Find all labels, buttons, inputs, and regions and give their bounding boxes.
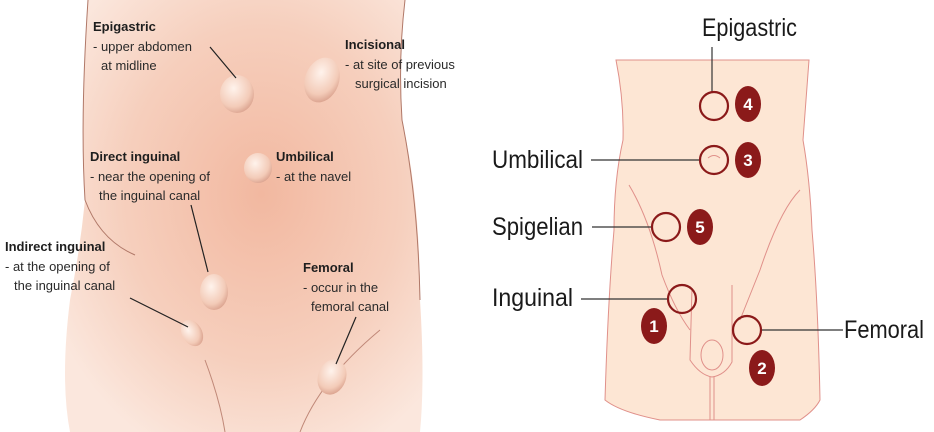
umbilical-site [698,144,730,176]
leader-lines-right [581,47,843,331]
incisional-bulge [304,57,340,103]
epigastric-bulge [220,75,254,113]
number-badges [641,86,775,386]
inguinal-label: Inguinal [492,284,573,312]
femoral-desc-2: femoral canal [311,299,389,314]
body-contour-lines [628,155,801,420]
umbilical-title: Umbilical [276,149,334,164]
badge-5-number: 5 [695,218,704,237]
badge-2-number: 2 [757,359,766,378]
badge-4 [735,86,761,122]
badge-3 [735,142,761,178]
badge-1 [641,308,667,344]
femoral-bulge [317,359,347,395]
umbilical-desc-1: - at the navel [276,169,351,184]
inguinal-site [666,283,698,315]
right-diagram: 4 3 5 1 2 Epigastric Umbilical Spigelian… [492,14,924,421]
epigastric-site [698,90,730,122]
epigastric-desc-2: at midline [101,58,157,73]
spigelian-site [650,211,682,243]
incisional-title: Incisional [345,37,405,52]
umbilical-label: Umbilical [492,146,583,174]
torso-illustration [65,0,423,432]
indirect-inguinal-desc-2: the inguinal canal [14,278,115,293]
badge-5 [687,209,713,245]
direct-inguinal-desc-1: - near the opening of [90,169,210,184]
spigelian-label: Spigelian [492,213,583,241]
badge-2 [749,350,775,386]
leader-lines [129,46,357,365]
badge-4-number: 4 [743,95,753,114]
femoral-site [731,314,763,346]
epigastric-desc-1: - upper abdomen [93,39,192,54]
indirect-inguinal-desc-1: - at the opening of [5,259,110,274]
badge-1-number: 1 [649,317,658,336]
direct-inguinal-title: Direct inguinal [90,149,180,164]
direct-inguinal-desc-2: the inguinal canal [99,188,200,203]
umbilical-bulge [244,153,272,183]
torso-outline [604,59,821,421]
incisional-desc-2: surgical incision [355,76,447,91]
epigastric-title: Epigastric [93,19,156,34]
badge-3-number: 3 [743,151,752,170]
left-illustration: Epigastric - upper abdomen at midline In… [5,0,455,432]
incisional-desc-1: - at site of previous [345,57,455,72]
femoral-label: Femoral [844,316,924,344]
femoral-desc-1: - occur in the [303,280,378,295]
indirect-inguinal-title: Indirect inguinal [5,239,105,254]
femoral-title: Femoral [303,260,354,275]
hernia-site-circles [650,90,763,346]
direct-inguinal-bulge [200,274,228,310]
epigastric-label: Epigastric [702,14,797,42]
